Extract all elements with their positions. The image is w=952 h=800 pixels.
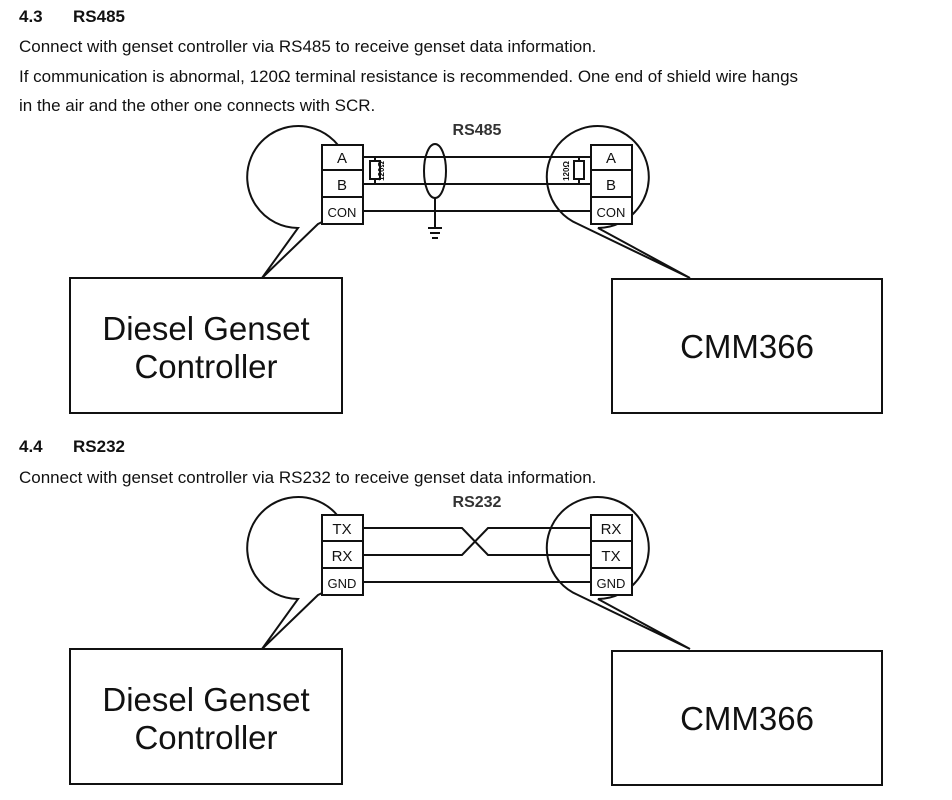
right-resistor-label: 120Ω: [562, 161, 571, 181]
rs232-bus-label: RS232: [453, 494, 502, 511]
section-number: 4.3: [19, 7, 43, 26]
left-pin-con: CON: [328, 205, 357, 220]
cmm366-box: [611, 278, 883, 414]
rs485-wiring-diagram: RS485 120Ω 120Ω A B CON A B CON Diesel G…: [69, 122, 883, 414]
wire-rx-to-tx: [363, 527, 591, 556]
right-pin-con: CON: [597, 205, 626, 220]
right-box-label: CMM366: [680, 328, 814, 365]
right-box-label: CMM366: [680, 700, 814, 737]
left-pin-tx: TX: [332, 521, 351, 538]
left-resistor-label: 120Ω: [377, 161, 386, 181]
right-pin-tx: TX: [601, 548, 620, 565]
left-terminal-block: [321, 514, 364, 596]
right-terminal-block: [590, 144, 633, 225]
diesel-genset-controller-box: [69, 648, 343, 785]
rs485-description-line-2: If communication is abnormal, 120Ω termi…: [19, 67, 799, 86]
right-pin-rx: RX: [601, 521, 622, 538]
left-pin-rx: RX: [332, 548, 353, 565]
rs485-bus-label: RS485: [453, 122, 502, 139]
left-box-label-line-1: Diesel Genset: [102, 681, 309, 718]
section-title: RS232: [73, 437, 125, 456]
rs232-description-line-1: Connect with genset controller via RS232…: [19, 468, 597, 487]
left-pin-a: A: [337, 150, 347, 167]
rs485-description-line-1: Connect with genset controller via RS485…: [19, 37, 597, 56]
left-box-label-line-1: Diesel Genset: [102, 310, 309, 347]
cmm366-box: [611, 650, 883, 786]
rs232-wiring-diagram: RS232 TX RX GND RX TX GND Diesel Genset …: [69, 494, 883, 786]
right-terminal-block: [590, 514, 633, 596]
section-4-4-heading: 4.4 RS232: [19, 436, 125, 458]
right-pin-gnd: GND: [597, 576, 626, 591]
section-number: 4.4: [19, 437, 43, 456]
left-box-label-line-2: Controller: [134, 719, 277, 756]
rs485-description-line-3: in the air and the other one connects wi…: [19, 96, 376, 115]
section-4-3-heading: 4.3 RS485: [19, 6, 125, 28]
right-pin-a: A: [606, 150, 616, 167]
diesel-genset-controller-box: [69, 277, 343, 414]
right-pin-b: B: [606, 177, 616, 194]
left-resistor: [369, 160, 381, 180]
shield-ellipse: [423, 143, 447, 199]
left-box-label-line-2: Controller: [134, 348, 277, 385]
section-title: RS485: [73, 7, 125, 26]
left-pin-b: B: [337, 177, 347, 194]
right-resistor: [573, 160, 585, 180]
left-pin-gnd: GND: [328, 576, 357, 591]
